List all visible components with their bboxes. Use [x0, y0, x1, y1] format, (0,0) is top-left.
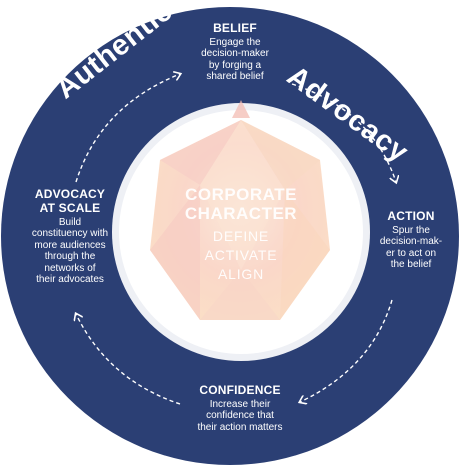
stage-confidence-desc: Increase their confidence that their act… — [197, 398, 283, 433]
arrow-action-to-confidence — [300, 299, 393, 402]
core-verb-align: ALIGN — [217, 266, 264, 283]
core-title: CORPORATE CHARACTER — [184, 185, 298, 223]
core-verb-activate: ACTIVATE — [204, 247, 278, 264]
arrow-advocacy-to-belief — [75, 74, 180, 183]
stage-advocacy-desc: Build constituency with more audiences t… — [31, 216, 109, 286]
stage-confidence: CONFIDENCE Increase their confidence tha… — [178, 383, 302, 433]
stage-belief-title: BELIEF — [213, 21, 257, 35]
core-text: CORPORATE CHARACTER DEFINE ACTIVATE ALIG… — [166, 185, 316, 284]
stage-confidence-title: CONFIDENCE — [199, 383, 281, 397]
core-artwork — [150, 100, 330, 320]
stage-advocacy-title: ADVOCACY AT SCALE — [34, 187, 106, 215]
stage-belief: BELIEF Engage the decision-maker by forg… — [185, 21, 285, 83]
stage-action-title: ACTION — [387, 209, 435, 223]
arrow-confidence-to-advocacy — [76, 314, 181, 405]
stage-action-desc: Spur the decision-mak- er to act on the … — [379, 224, 443, 271]
core-verbs: DEFINE ACTIVATE ALIGN — [166, 227, 316, 284]
stage-belief-desc: Engage the decision-maker by forging a s… — [201, 36, 269, 83]
core-verb-define: DEFINE — [212, 228, 270, 245]
stage-advocacy-at-scale: ADVOCACY AT SCALE Build constituency wit… — [18, 187, 122, 286]
stage-action: ACTION Spur the decision-mak- er to act … — [370, 209, 452, 271]
